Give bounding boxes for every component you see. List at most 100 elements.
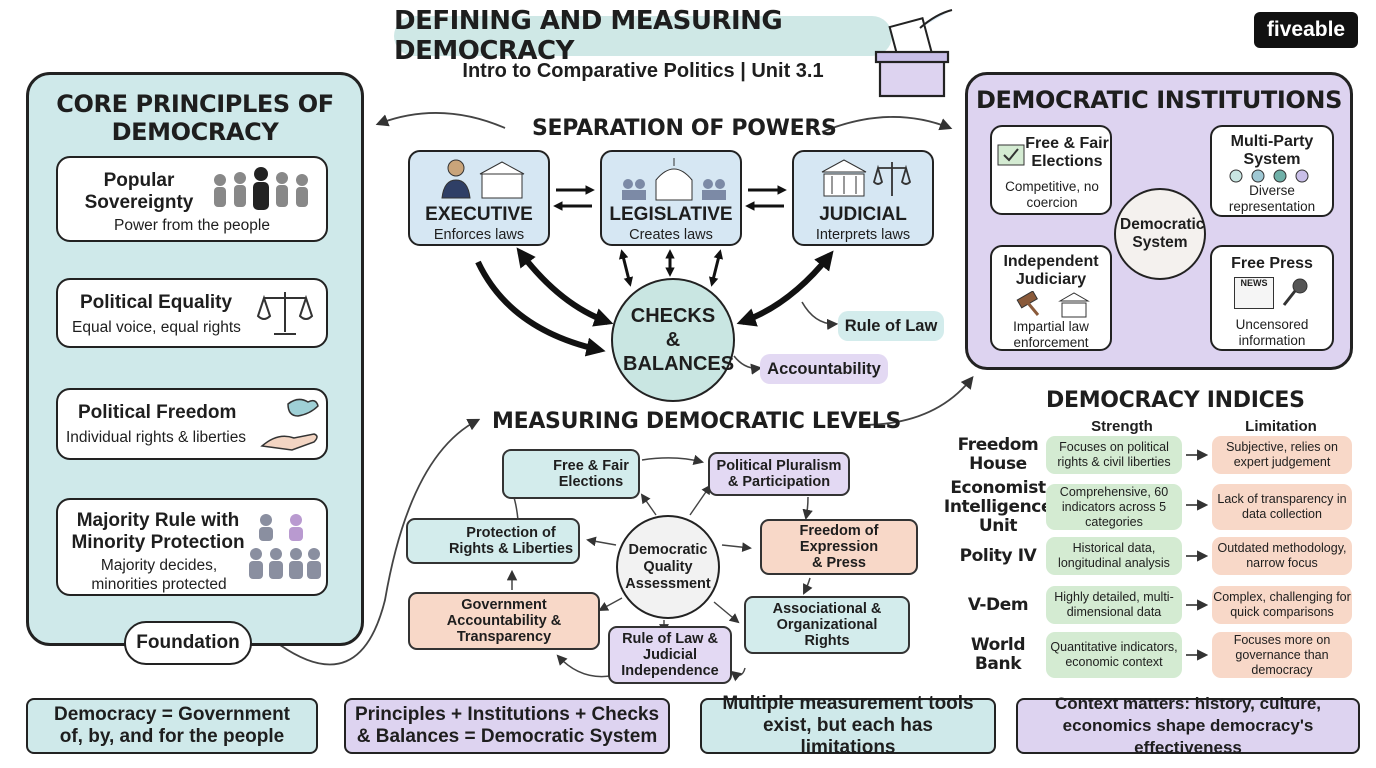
measure-node-expression[interactable]: Freedom of Expression & Press: [760, 519, 918, 575]
hub-spokes: [586, 484, 752, 634]
foundation-to-measuring-arrow: [279, 418, 481, 666]
principle-title: Political Equality: [80, 292, 233, 313]
index-name: World Bank: [970, 635, 1026, 674]
ballot-icon: [997, 144, 1025, 166]
news-label: NEWS: [1240, 278, 1268, 288]
institution-card-press[interactable]: Free Press NEWS Uncensored information: [1210, 245, 1334, 351]
footer-text: Multiple measurement tools exist, but ea…: [722, 693, 974, 758]
measuring-to-indices-arrow: [861, 376, 974, 426]
institutions-title: DEMOCRATIC INSTITUTIONS: [975, 86, 1342, 114]
page-title: DEFINING AND MEASURING DEMOCRACY: [394, 6, 892, 66]
footer-box-definition: Democracy = Government of, by, and for t…: [26, 698, 318, 754]
branch-judicial[interactable]: JUDICIAL Interprets laws: [792, 150, 934, 246]
branch-name: EXECUTIVE: [425, 204, 533, 225]
node-label: Free & Fair Elections: [553, 458, 629, 490]
node-label: Protection of Rights & Liberties: [448, 525, 574, 557]
footer-text: Context matters: history, culture, econo…: [1054, 694, 1322, 757]
hub-label: Democratic System: [1120, 216, 1205, 251]
gavel-icon: [1016, 291, 1090, 318]
principle-card-sovereignty[interactable]: Popular Sovereignty Power from the peopl…: [56, 156, 328, 242]
index-strength: Focuses on political rights & civil libe…: [1046, 436, 1182, 474]
strength-column-header: Strength: [1091, 418, 1153, 435]
index-limitation: Focuses more on governance than democrac…: [1212, 632, 1352, 678]
principle-card-freedom[interactable]: Political Freedom Individual rights & li…: [56, 388, 328, 460]
arrow-to-core-principles: [375, 112, 506, 129]
capitol-icon: [622, 158, 726, 201]
institution-desc: Diverse representation: [1228, 183, 1316, 214]
institution-desc: Uncensored information: [1235, 317, 1309, 348]
index-limitation: Outdated methodology, narrow focus: [1212, 537, 1352, 575]
principle-desc: Equal voice, equal rights: [72, 319, 241, 336]
index-limitation: Subjective, relies on expert judgement: [1212, 436, 1352, 474]
footer-text: Principles + Institutions + Checks & Bal…: [354, 704, 660, 747]
institution-title: Free & Fair Elections: [1025, 135, 1109, 170]
party-dots-icon: [1229, 169, 1309, 183]
institution-card-multiparty[interactable]: Multi-Party System Diverse representatio…: [1210, 125, 1334, 217]
index-name: Freedom House: [957, 435, 1039, 474]
institution-card-judiciary[interactable]: Independent Judiciary Impartial law enfo…: [990, 245, 1112, 351]
measure-node-rule-of-law[interactable]: Rule of Law & Judicial Independence: [608, 626, 732, 684]
group-icon: [249, 514, 321, 579]
checks-arrows: [475, 247, 834, 357]
branch-desc: Interprets laws: [815, 227, 911, 243]
foundation-badge: Foundation: [124, 621, 252, 665]
measure-node-accountability[interactable]: Government Accountability & Transparency: [408, 592, 600, 650]
to-rule-of-law-arrow: [801, 301, 839, 331]
principle-desc: Power from the people: [114, 217, 270, 234]
branch-legislative[interactable]: LEGISLATIVE Creates laws: [600, 150, 742, 246]
principle-card-majority[interactable]: Majority Rule with Minority Protection M…: [56, 498, 328, 596]
institution-desc: Impartial law enforcement: [1013, 319, 1089, 350]
ballot-box-icon: [874, 8, 956, 100]
hub-label: Democratic Quality Assessment: [625, 541, 711, 592]
branch-arrows: [553, 185, 787, 211]
index-name: Polity IV: [959, 545, 1037, 566]
principle-title: Majority Rule with Minority Protection: [71, 510, 245, 553]
node-label: Political Pluralism & Participation: [716, 458, 842, 490]
node-label: Rule of Law & Judicial Independence: [621, 631, 719, 679]
node-label: Government Accountability & Transparency: [446, 597, 562, 645]
footer-box-context: Context matters: history, culture, econo…: [1016, 694, 1360, 757]
footer-box-measurement: Multiple measurement tools exist, but ea…: [700, 693, 996, 758]
principle-card-equality[interactable]: Political Equality Equal voice, equal ri…: [56, 278, 328, 348]
principle-title: Political Freedom: [78, 402, 237, 423]
measure-node-elections[interactable]: Free & Fair Elections: [502, 449, 640, 499]
measuring-title: MEASURING DEMOCRATIC LEVELS: [492, 409, 902, 434]
core-principles-title: CORE PRINCIPLES OF DEMOCRACY: [56, 90, 334, 146]
index-name: Economist Intelligence Unit: [943, 477, 1053, 536]
newspaper-icon: NEWS: [1234, 277, 1274, 309]
brand-logo[interactable]: fiveable: [1254, 12, 1358, 48]
principle-title: Popular Sovereignty: [84, 170, 194, 213]
executive-icon: [441, 159, 525, 199]
accountability-tag: Accountability: [760, 354, 888, 384]
institution-title: Free Press: [1231, 255, 1313, 272]
institution-desc: Competitive, no coercion: [1005, 179, 1099, 210]
index-strength: Quantitative indicators, economic contex…: [1046, 632, 1182, 678]
institution-card-elections[interactable]: Free & Fair Elections Competitive, no co…: [990, 125, 1112, 215]
measure-node-pluralism[interactable]: Political Pluralism & Participation: [708, 452, 850, 496]
measure-node-rights[interactable]: Protection of Rights & Liberties: [406, 518, 580, 564]
checks-label: CHECKS & BALANCES: [623, 305, 735, 375]
branch-name: JUDICIAL: [819, 204, 907, 225]
checks-and-balances-node[interactable]: CHECKS & BALANCES: [611, 278, 735, 402]
separation-title: SEPARATION OF POWERS: [532, 116, 837, 141]
page-subtitle: Intro to Comparative Politics | Unit 3.1: [462, 60, 824, 82]
courthouse-icon: [821, 159, 912, 197]
microphone-icon: [1282, 278, 1308, 306]
branch-name: LEGISLATIVE: [609, 204, 733, 225]
to-accountability-arrow: [733, 355, 763, 375]
principle-desc: Individual rights & liberties: [66, 429, 247, 446]
index-limitation: Lack of transparency in data collection: [1212, 484, 1352, 530]
institution-title: Multi-Party System: [1230, 133, 1314, 168]
principle-desc: Majority decides, minorities protected: [91, 557, 227, 593]
rule-of-law-tag: Rule of Law: [838, 311, 944, 341]
node-label: Associational & Organizational Rights: [772, 601, 882, 649]
limitation-column-header: Limitation: [1245, 418, 1317, 435]
quality-assessment-hub[interactable]: Democratic Quality Assessment: [616, 515, 720, 619]
index-strength: Highly detailed, multi-dimensional data: [1046, 586, 1182, 624]
branch-executive[interactable]: EXECUTIVE Enforces laws: [408, 150, 550, 246]
measure-node-associational[interactable]: Associational & Organizational Rights: [744, 596, 910, 654]
dove-hand-icon: [260, 398, 319, 451]
node-label: Freedom of Expression & Press: [799, 523, 879, 571]
democratic-system-hub[interactable]: Democratic System: [1114, 188, 1206, 280]
institution-title: Independent Judiciary: [1003, 253, 1099, 288]
